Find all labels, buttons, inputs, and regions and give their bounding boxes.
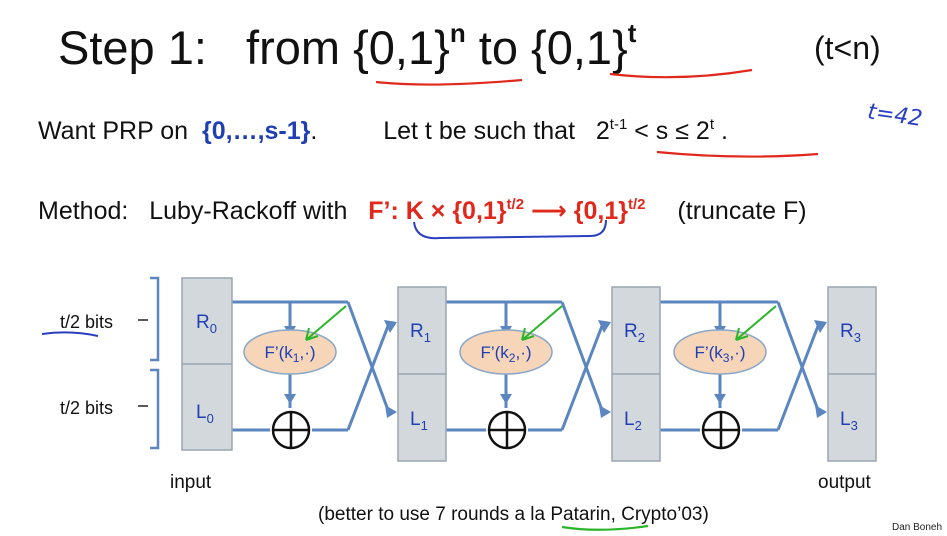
method-arrow: ⟶: [524, 197, 574, 225]
title-from-word: from: [246, 21, 341, 74]
method-func: F’: K × {0,1}: [368, 197, 507, 225]
title-condition: (t<n): [814, 30, 881, 66]
cross1-b: [346, 325, 390, 431]
bracket-under-func: [413, 219, 607, 240]
method-label: Method:: [38, 197, 129, 225]
brace-top: [150, 276, 160, 362]
green-arrowhead-3: [735, 327, 749, 341]
line2-base1: 2: [595, 117, 610, 145]
cross2-b: [560, 325, 604, 431]
round-function-1: [243, 329, 337, 375]
l2-label: L2: [624, 409, 642, 433]
brace-bottom: [150, 368, 160, 450]
line2-exp2: t: [709, 116, 714, 133]
line2-dot: .: [310, 117, 318, 145]
underline-to-set: [609, 68, 753, 79]
arrowhead-into-xor2: [500, 394, 512, 404]
method-note: (truncate F): [677, 197, 807, 225]
r1-label: R1: [410, 321, 431, 345]
l3-label: L3: [840, 409, 858, 433]
green-arrowhead-2: [521, 327, 535, 341]
title-exp-from: n: [449, 18, 466, 48]
method-range: {0,1}: [573, 197, 628, 225]
f2-label: F’(k2,·): [480, 343, 531, 365]
underline-inequality: [656, 150, 819, 158]
r2-label: R2: [624, 321, 645, 345]
title-set-from: {0,1}: [353, 21, 450, 74]
output-label: output: [818, 472, 872, 493]
arrowhead-r1: [384, 320, 397, 333]
round-function-2: [459, 329, 553, 375]
method-text: Luby-Rackoff with: [149, 197, 348, 225]
line2-exp1: t-1: [609, 116, 628, 133]
underline-bits: [41, 331, 99, 337]
green-arrow-2: [521, 305, 563, 341]
method-range-exp: t/2: [628, 196, 646, 213]
line2-ineq: < s ≤: [627, 117, 696, 145]
cross2-a: [560, 301, 604, 411]
arrowheads: [284, 320, 827, 418]
input-label: input: [170, 472, 212, 493]
arrowhead-l1: [385, 405, 397, 418]
bits-label-top: t/2 bits: [60, 312, 113, 332]
arrowhead-r2: [598, 320, 611, 333]
cross3-b: [776, 325, 820, 431]
footnote: (better to use 7 rounds a la Patarin, Cr…: [318, 504, 709, 525]
line2-domain: {0,…,s-1}: [201, 117, 311, 145]
l0-label: L0: [196, 402, 214, 426]
line2-end: .: [720, 117, 728, 145]
arrowhead-r3: [814, 320, 827, 333]
slide-title: Step 1: from {0,1}n to {0,1}t: [58, 18, 636, 75]
green-arrowhead-1: [305, 327, 319, 341]
annotation-t-value: t=42: [866, 99, 924, 131]
r3-label: R3: [840, 321, 861, 345]
author-credit: Dan Boneh: [892, 522, 942, 533]
f1-label: F’(k1,·): [264, 343, 315, 365]
title-set-to: {0,1}: [531, 21, 628, 74]
l1-label: L1: [410, 409, 428, 433]
cross1-a: [346, 301, 390, 411]
f3-label: F’(k3,·): [694, 343, 745, 365]
prp-requirement-line: Want PRP on {0,…,s-1}. Let t be such tha…: [38, 116, 728, 146]
line2-base2: 2: [695, 117, 710, 145]
method-line: Method: Luby-Rackoff with F’: K × {0,1}t…: [38, 196, 807, 226]
round-function-3: [673, 329, 767, 375]
title-to-word: to: [478, 21, 518, 74]
arrowhead-into-xor1: [284, 394, 296, 404]
underline-from-set: [375, 78, 523, 86]
title-exp-to: t: [627, 18, 637, 48]
underline-patarin: [561, 524, 649, 531]
arrowhead-into-xor3: [714, 394, 726, 404]
method-func-exp: t/2: [506, 196, 525, 213]
r0-label: R0: [196, 312, 217, 336]
arrowhead-l3: [815, 405, 827, 418]
line2-text2: Let t be such that: [383, 117, 576, 145]
line2-text1: Want PRP on: [38, 117, 189, 145]
cross3-a: [776, 301, 820, 411]
bits-label-bottom: t/2 bits: [60, 398, 113, 418]
green-arrow-1: [305, 305, 347, 341]
title-prefix: Step 1:: [58, 21, 207, 74]
green-arrow-3: [735, 305, 777, 341]
arrowhead-l2: [599, 405, 611, 418]
